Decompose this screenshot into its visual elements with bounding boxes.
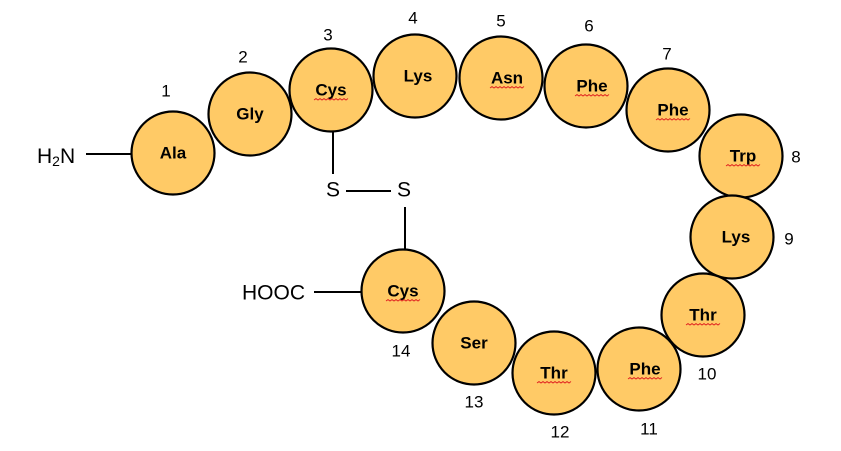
residue-name: Cys (315, 81, 346, 100)
residue-name: Gly (236, 105, 264, 124)
residue-11: Phe 11 (596, 326, 682, 439)
residue-name: Thr (689, 306, 717, 325)
residue-number: 3 (323, 26, 332, 45)
residue-name: Lys (722, 228, 751, 247)
spellcheck-underline (725, 163, 761, 167)
residue-8: Trp 8 (698, 113, 801, 199)
disulfide-bridge: S S (326, 130, 411, 251)
residue-14: Cys 14 (360, 248, 446, 361)
residue-number: 12 (551, 423, 570, 442)
residue-4: Lys 4 (372, 9, 458, 119)
spellcheck-underline (574, 93, 610, 97)
sulfur-2: S (397, 179, 411, 202)
residue-circle (543, 43, 629, 129)
residue-name: Ala (160, 144, 187, 163)
residue-circle (660, 272, 746, 358)
spellcheck-underline (536, 380, 572, 384)
residue-circle (288, 47, 374, 133)
residue-circle (458, 35, 544, 121)
spellcheck-underline (313, 97, 349, 101)
spellcheck-underline (627, 376, 663, 380)
residue-number: 4 (408, 9, 417, 28)
residue-10: Thr 10 (660, 272, 746, 384)
residue-7: Phe 7 (625, 45, 711, 153)
residue-number: 9 (784, 230, 793, 249)
residue-name: Ser (460, 334, 488, 353)
residue-name: Cys (387, 282, 418, 301)
residue-number: 5 (496, 12, 505, 31)
residue-circle (360, 248, 446, 334)
residue-9: Lys 9 (689, 194, 794, 280)
residue-name: Thr (540, 364, 568, 383)
residue-circle (431, 300, 517, 386)
residue-name: Lys (404, 67, 433, 86)
residue-number: 14 (392, 342, 411, 361)
residue-name: Asn (491, 69, 523, 88)
c-terminus-label: HOOC (242, 282, 305, 305)
residue-circle (372, 33, 458, 119)
residue-13: Ser 13 (431, 300, 517, 412)
residue-circle (207, 71, 293, 157)
sulfur-1: S (326, 179, 340, 202)
residue-circle (511, 330, 597, 416)
residue-number: 11 (640, 420, 658, 439)
residue-circle (130, 110, 216, 196)
spellcheck-underline (685, 322, 721, 326)
residue-12: Thr 12 (511, 330, 597, 442)
residue-name: Phe (657, 101, 688, 120)
n-terminus-label: H2N (37, 145, 75, 170)
residue-circle (689, 194, 775, 280)
residue-6: Phe 6 (543, 17, 629, 129)
spellcheck-underline (655, 117, 691, 121)
residue-1: Ala 1 (130, 82, 216, 196)
residue-name: Phe (576, 77, 607, 96)
residue-number: 13 (465, 393, 484, 412)
residue-number: 10 (698, 365, 717, 384)
residue-number: 2 (238, 48, 247, 67)
n-terminus: H2N (37, 145, 132, 170)
spellcheck-underline (489, 85, 525, 89)
residue-number: 6 (584, 17, 593, 36)
spellcheck-underline (385, 298, 421, 302)
residue-2: Gly 2 (207, 48, 293, 157)
residue-number: 7 (662, 45, 671, 64)
residue-number: 8 (791, 148, 800, 167)
residue-name: Trp (730, 147, 756, 166)
residue-circle (625, 67, 711, 153)
residue-circle (596, 326, 682, 412)
residue-name: Phe (629, 360, 660, 379)
residue-number: 1 (161, 82, 170, 101)
residue-3: Cys 3 (288, 26, 374, 133)
residue-5: Asn 5 (458, 12, 544, 121)
c-terminus: HOOC (242, 282, 362, 305)
